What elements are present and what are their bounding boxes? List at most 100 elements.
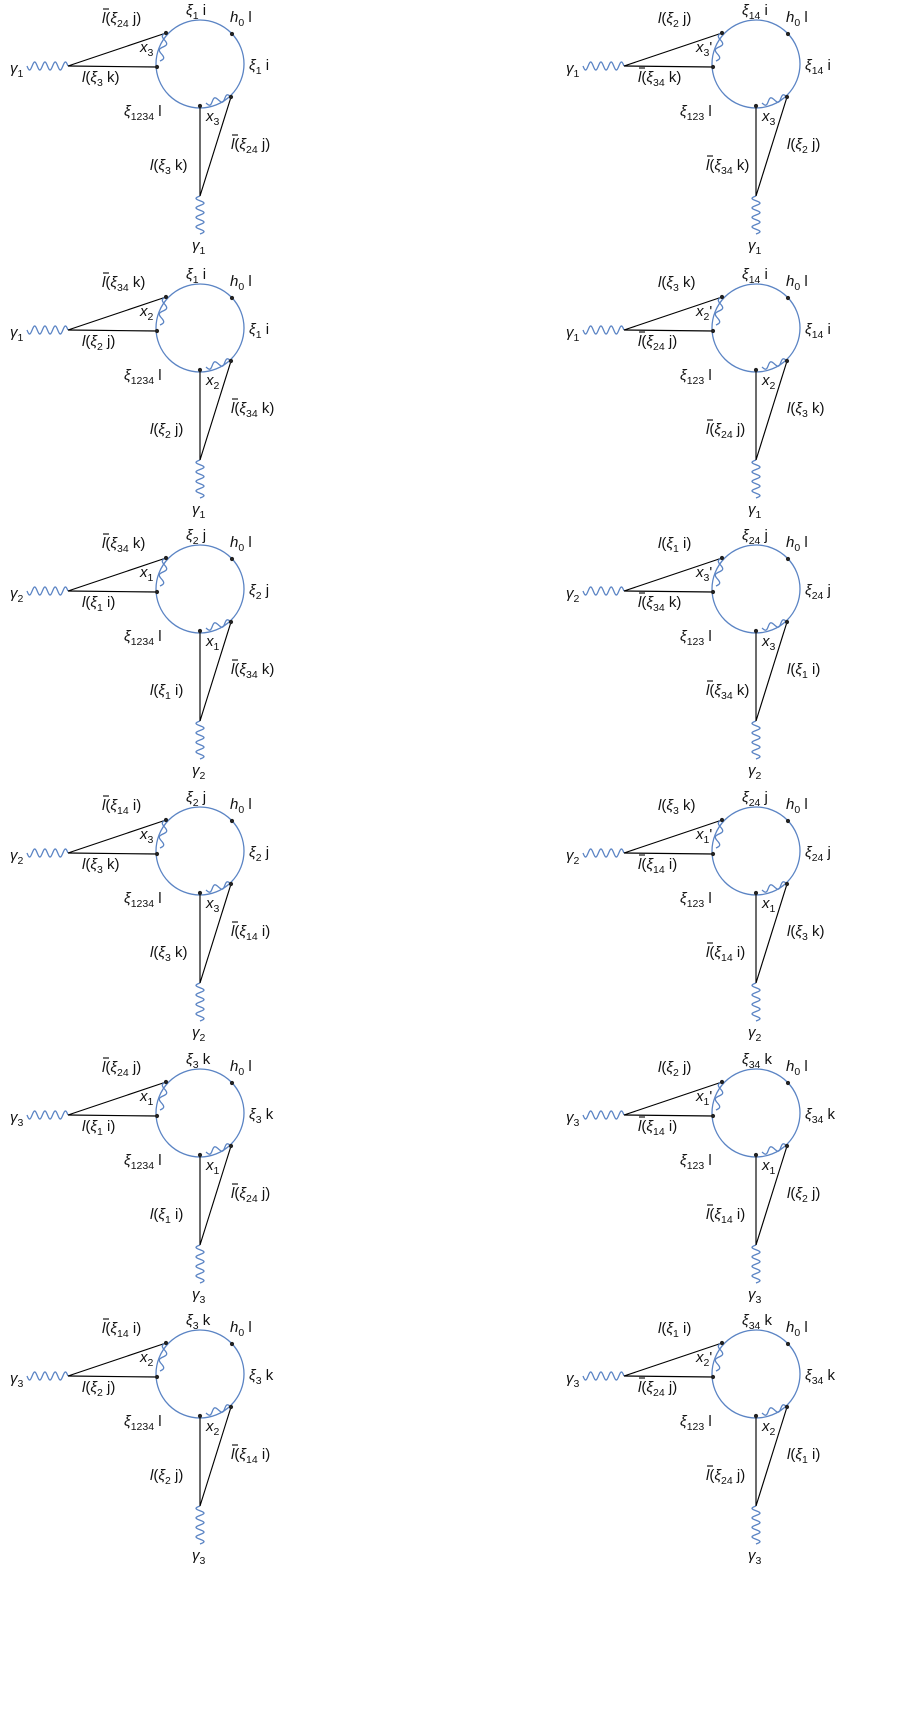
upper-line-label: l(ξ24 j) — [638, 333, 677, 353]
bottom-photon — [195, 459, 205, 499]
x-top-label: x2' — [695, 303, 712, 323]
gamma-bottom-label: γ2 — [748, 762, 762, 782]
h-label: h0 l — [230, 9, 252, 29]
vertex-dot — [785, 295, 791, 301]
gamma-left-label: γ3 — [10, 1109, 24, 1129]
vertex-dot — [753, 1413, 759, 1419]
top-left-label: l(ξ24 j) — [102, 10, 141, 30]
upper-fermion-line — [623, 1342, 723, 1377]
lower-fermion-line — [623, 590, 714, 593]
node-right-label: ξ2 j — [249, 844, 269, 864]
vertex-dot — [228, 358, 234, 364]
upper-fermion-line — [67, 1342, 167, 1377]
node-right-label: ξ1 i — [249, 57, 269, 77]
vertex-dot — [710, 589, 716, 595]
gamma-left-label: γ3 — [566, 1109, 580, 1129]
node-bottom-left-label: ξ1234 l — [124, 103, 162, 123]
upper-fermion-line — [67, 819, 167, 854]
vertical-propagator-label: l(ξ34 k) — [706, 157, 749, 177]
bottom-internal-photon — [761, 1143, 788, 1155]
node-bottom-left-label: ξ1234 l — [124, 1152, 162, 1172]
left-photon — [26, 848, 69, 858]
vertical-propagator-label: l(ξ1 i) — [150, 1206, 183, 1226]
vertical-propagator-label: l(ξ24 j) — [706, 421, 745, 441]
vertex-dot — [197, 890, 203, 896]
lower-fermion-line — [623, 1114, 714, 1117]
node-bottom-left-label: ξ123 l — [680, 628, 712, 648]
vertex-dot — [784, 1404, 790, 1410]
vertex-dot — [197, 367, 203, 373]
node-right-label: ξ1 i — [249, 321, 269, 341]
h-label: h0 l — [786, 1319, 808, 1339]
upper-fermion-line — [623, 557, 723, 592]
bottom-photon — [195, 195, 205, 235]
top-internal-photon — [714, 296, 724, 326]
node-right-label: ξ34 k — [805, 1106, 836, 1126]
upper-fermion-line — [67, 32, 167, 67]
vertex-dot — [154, 1113, 160, 1119]
left-photon — [582, 1371, 625, 1381]
vertex-dot — [154, 589, 160, 595]
bottom-internal-photon — [761, 358, 788, 370]
node-top-label: ξ24 j — [742, 527, 768, 547]
h-label: h0 l — [786, 9, 808, 29]
top-left-label: l(ξ24 j) — [102, 1059, 141, 1079]
bottom-photon — [751, 459, 761, 499]
diagonal-fermion-line — [199, 621, 232, 722]
vertex-dot — [710, 1374, 716, 1380]
node-top-label: ξ1 i — [186, 2, 206, 22]
vertex-dot — [719, 1340, 725, 1346]
lower-fermion-line — [623, 852, 714, 855]
vertex-dot — [785, 556, 791, 562]
bottom-internal-photon — [761, 619, 788, 631]
upper-fermion-line — [623, 296, 723, 331]
x-top-label: x3' — [695, 564, 712, 584]
bottom-internal-photon — [205, 1143, 232, 1155]
gamma-left-label: γ1 — [566, 324, 580, 344]
lower-fermion-line — [623, 329, 714, 332]
vertex-dot — [784, 881, 790, 887]
top-left-label: l(ξ14 i) — [102, 797, 141, 817]
bottom-photon — [751, 1244, 761, 1284]
vertex-dot — [785, 1080, 791, 1086]
node-top-label: ξ14 i — [742, 2, 768, 22]
gamma-left-label: γ2 — [10, 847, 24, 867]
node-right-label: ξ24 j — [805, 844, 831, 864]
node-bottom-left-label: ξ123 l — [680, 1152, 712, 1172]
vertex-dot — [154, 64, 160, 70]
top-internal-photon — [714, 32, 724, 62]
left-photon — [26, 1110, 69, 1120]
h-label: h0 l — [786, 796, 808, 816]
right-propagator-label: l(ξ1 i) — [787, 1446, 820, 1466]
vertex-dot — [719, 817, 725, 823]
upper-fermion-line — [623, 32, 723, 67]
right-propagator-label: l(ξ3 k) — [787, 400, 825, 420]
vertex-dot — [719, 555, 725, 561]
vertex-dot — [154, 1374, 160, 1380]
upper-line-label: l(ξ3 k) — [82, 856, 120, 876]
bottom-photon — [751, 195, 761, 235]
right-propagator-label: l(ξ2 j) — [787, 1185, 820, 1205]
vertex-dot — [228, 94, 234, 100]
vertex-dot — [197, 1413, 203, 1419]
top-left-label: l(ξ14 i) — [102, 1320, 141, 1340]
vertex-dot — [229, 31, 235, 37]
node-bottom-left-label: ξ123 l — [680, 367, 712, 387]
right-propagator-label: l(ξ34 k) — [231, 400, 274, 420]
gamma-left-label: γ2 — [566, 585, 580, 605]
top-internal-photon — [158, 296, 168, 326]
upper-line-label: l(ξ34 k) — [638, 69, 681, 89]
node-bottom-left-label: ξ123 l — [680, 103, 712, 123]
vertical-propagator-label: l(ξ14 i) — [706, 1206, 745, 1226]
gamma-left-label: γ1 — [566, 60, 580, 80]
top-left-label: l(ξ3 k) — [658, 274, 696, 294]
right-propagator-label: l(ξ3 k) — [787, 923, 825, 943]
right-propagator-label: l(ξ14 i) — [231, 1446, 270, 1466]
bottom-photon — [751, 982, 761, 1022]
vertex-dot — [785, 818, 791, 824]
top-left-label: l(ξ34 k) — [102, 535, 145, 555]
